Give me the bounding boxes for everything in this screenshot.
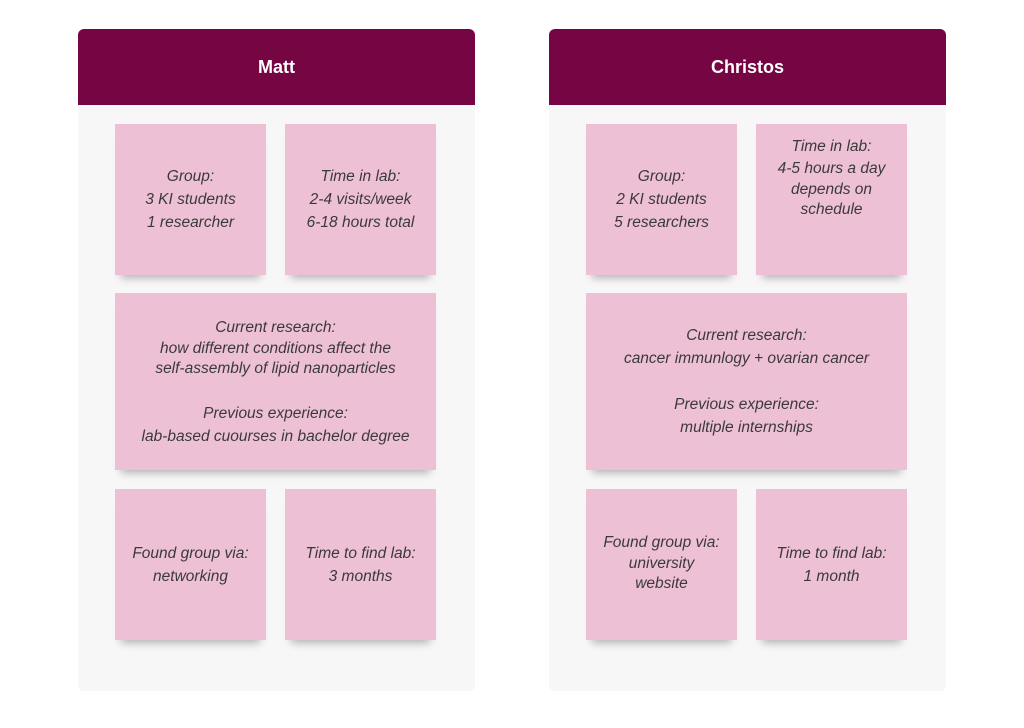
time-in-lab-line: 2-4 visits/week: [309, 191, 412, 208]
found-via-label: Found group via:: [132, 544, 249, 562]
current-research-line: how different conditions affect the: [160, 339, 391, 357]
found-via-line: networking: [153, 567, 228, 585]
research-note: Current research: cancer immunlogy + ova…: [586, 293, 907, 470]
persona-card-christos: Christos Group: 2 KI students 5 research…: [549, 29, 946, 691]
current-research-line: self-assembly of lipid nanoparticles: [155, 359, 396, 377]
group-label: Group:: [637, 168, 686, 185]
current-research-label: Current research:: [215, 318, 336, 336]
group-note: Group: 3 KI students 1 researcher: [115, 124, 266, 275]
time-in-lab-label: Time in lab:: [320, 168, 401, 185]
time-in-lab-line: depends on: [790, 181, 873, 198]
time-in-lab-label: Time in lab:: [791, 138, 872, 155]
previous-experience-label: Previous experience:: [203, 404, 348, 422]
current-research-label: Current research:: [686, 327, 807, 344]
found-via-line: university: [628, 555, 695, 572]
group-label: Group:: [166, 168, 215, 185]
group-note: Group: 2 KI students 5 researchers: [586, 124, 737, 275]
time-in-lab-line: 4-5 hours a day: [777, 160, 886, 177]
previous-experience-label: Previous experience:: [674, 396, 819, 413]
group-line: 3 KI students: [145, 191, 236, 208]
group-line: 2 KI students: [616, 191, 707, 208]
time-to-find-note: Time to find lab: 1 month: [756, 489, 907, 640]
research-note: Current research: how different conditio…: [115, 293, 436, 470]
time-in-lab-note: Time in lab: 2-4 visits/week 6-18 hours …: [285, 124, 436, 275]
found-via-label: Found group via:: [603, 534, 720, 551]
found-via-note: Found group via: university website: [586, 489, 737, 640]
previous-experience-line: multiple internships: [680, 419, 813, 436]
found-via-note: Found group via: networking: [115, 489, 266, 640]
time-in-lab-line: schedule: [800, 201, 863, 218]
time-to-find-line: 1 month: [803, 567, 860, 585]
previous-experience-line: lab-based cuourses in bachelor degree: [141, 427, 410, 445]
persona-name-header: Christos: [549, 29, 946, 105]
time-to-find-label: Time to find lab:: [776, 544, 887, 562]
time-in-lab-line: 6-18 hours total: [306, 214, 415, 231]
time-in-lab-note: Time in lab: 4-5 hours a day depends on …: [756, 124, 907, 275]
current-research-line: cancer immunlogy + ovarian cancer: [623, 350, 870, 367]
time-to-find-note: Time to find lab: 3 months: [285, 489, 436, 640]
found-via-line: website: [635, 575, 688, 592]
time-to-find-label: Time to find lab:: [305, 544, 416, 562]
time-to-find-line: 3 months: [328, 567, 393, 585]
group-line: 1 researcher: [146, 214, 234, 231]
persona-card-matt: Matt Group: 3 KI students 1 researcher T…: [78, 29, 475, 691]
persona-name-header: Matt: [78, 29, 475, 105]
group-line: 5 researchers: [614, 214, 709, 231]
